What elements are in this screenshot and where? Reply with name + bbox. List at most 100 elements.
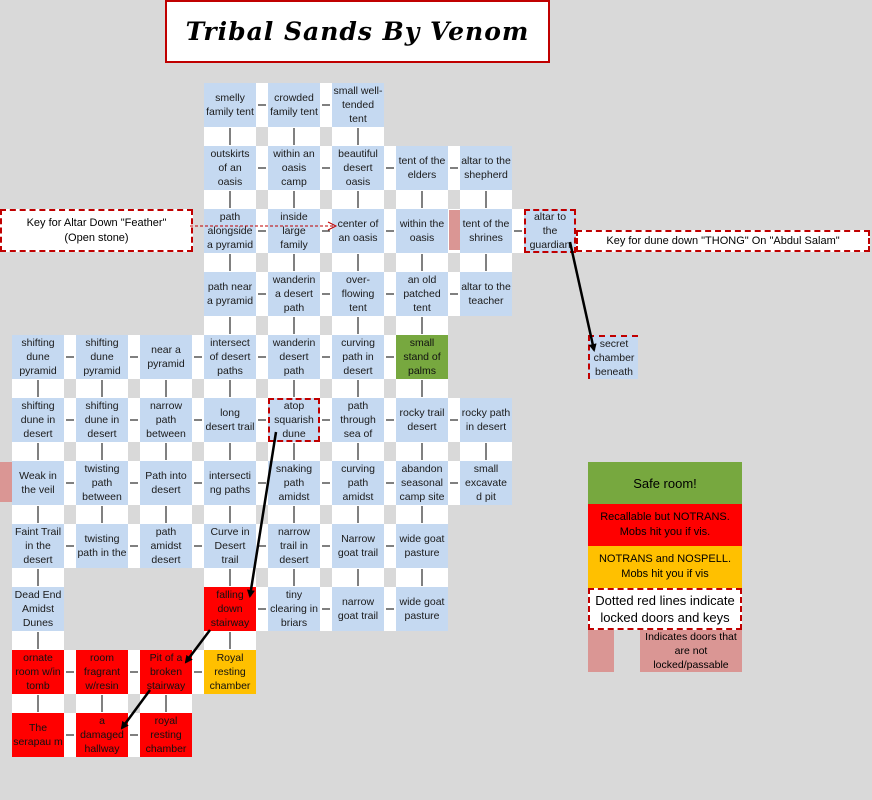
- room-label: curving path in desert: [341, 337, 375, 377]
- room-curving-path-desert[interactable]: curving path in desert: [332, 335, 384, 379]
- room-label: Weak in the veil: [19, 470, 57, 496]
- room-label: wanderin a desert path: [272, 274, 316, 314]
- room-center-of-oasis[interactable]: center of an oasis: [332, 209, 384, 253]
- room-beautiful-desert-oasis[interactable]: beautiful desert oasis: [332, 146, 384, 190]
- room-label: snaking path amidst: [275, 463, 313, 503]
- room-shifting-dune-desert-2[interactable]: shifting dune in desert: [76, 398, 128, 442]
- room-over-flowing-tent[interactable]: over-flowing tent: [332, 272, 384, 316]
- room-narrow-goat-trail-1[interactable]: Narrow goat trail: [332, 524, 384, 568]
- room-label: Curve in Desert trail: [210, 526, 250, 566]
- room-label: over-flowing tent: [341, 274, 375, 314]
- room-label: altar to the teacher: [461, 281, 511, 307]
- room-label: an old patched tent: [403, 274, 441, 314]
- room-ornate-room-tomb[interactable]: ornate room w/in tomb: [12, 650, 64, 694]
- room-label: royal resting chamber: [145, 715, 187, 755]
- room-the-serapaum[interactable]: The serapau m: [12, 713, 64, 757]
- room-path-near-pyramid[interactable]: path near a pyramid: [204, 272, 256, 316]
- room-dead-end-dunes[interactable]: Dead End Amidst Dunes: [12, 587, 64, 631]
- room-label: shifting dune in desert: [84, 400, 120, 440]
- key-note-thong: Key for dune down "THONG" On "Abdul Sala…: [576, 230, 870, 252]
- room-damaged-hallway[interactable]: a damaged hallway: [76, 713, 128, 757]
- room-wanderin-desert-path-2[interactable]: wanderin desert path: [268, 335, 320, 379]
- room-label: tiny clearing in briars: [270, 589, 318, 629]
- room-snaking-path-amidst[interactable]: snaking path amidst: [268, 461, 320, 505]
- room-intersect-desert-paths[interactable]: intersect of desert paths: [204, 335, 256, 379]
- room-old-patched-tent[interactable]: an old patched tent: [396, 272, 448, 316]
- room-narrow-goat-trail-2[interactable]: narrow goat trail: [332, 587, 384, 631]
- room-rocky-trail-desert[interactable]: rocky trail desert: [396, 398, 448, 442]
- room-label: center of an oasis: [337, 218, 379, 244]
- room-label: path through sea of: [340, 400, 376, 440]
- room-within-the-oasis[interactable]: within the oasis: [396, 209, 448, 253]
- room-crowded-family-tent[interactable]: crowded family tent: [268, 83, 320, 127]
- room-label: Narrow goat trail: [337, 533, 379, 559]
- room-narrow-path-between[interactable]: narrow path between: [140, 398, 192, 442]
- room-abandon-seasonal-camp[interactable]: abandon seasonal camp site: [396, 461, 448, 505]
- room-label: ornate room w/in tomb: [15, 652, 61, 692]
- room-shifting-dune-pyramid-2[interactable]: shifting dune pyramid: [76, 335, 128, 379]
- room-shifting-dune-pyramid-1[interactable]: shifting dune pyramid: [12, 335, 64, 379]
- map-title: Tribal Sands By Venom: [165, 0, 550, 63]
- room-room-fragrant-resin[interactable]: room fragrant w/resin: [76, 650, 128, 694]
- room-tent-of-shrines[interactable]: tent of the shrines: [460, 209, 512, 253]
- room-label: within an oasis camp: [273, 148, 315, 188]
- room-label: outskirts of an oasis: [210, 148, 250, 188]
- room-smelly-family-tent[interactable]: smelly family tent: [204, 83, 256, 127]
- room-shifting-dune-desert-1[interactable]: shifting dune in desert: [12, 398, 64, 442]
- room-long-desert-trail[interactable]: long desert trail: [204, 398, 256, 442]
- room-curving-path-amidst[interactable]: curving path amidst: [332, 461, 384, 505]
- room-curve-desert-trail[interactable]: Curve in Desert trail: [204, 524, 256, 568]
- room-altar-teacher[interactable]: altar to the teacher: [460, 272, 512, 316]
- room-label: Faint Trail in the desert: [14, 526, 62, 566]
- room-narrow-trail-desert[interactable]: narrow trail in desert: [268, 524, 320, 568]
- room-near-a-pyramid[interactable]: near a pyramid: [140, 335, 192, 379]
- room-label: shifting dune pyramid: [19, 337, 57, 377]
- room-label: path amidst desert: [150, 526, 182, 566]
- room-path-through-sea[interactable]: path through sea of: [332, 398, 384, 442]
- room-label: Pit of a broken stairway: [146, 652, 186, 692]
- room-tiny-clearing-briars[interactable]: tiny clearing in briars: [268, 587, 320, 631]
- room-label: altar to the shepherd: [461, 155, 511, 181]
- room-royal-resting-chamber-2[interactable]: royal resting chamber: [140, 713, 192, 757]
- room-intersecting-paths[interactable]: intersecti ng paths: [204, 461, 256, 505]
- room-outskirts-oasis[interactable]: outskirts of an oasis: [204, 146, 256, 190]
- room-label: rocky trail desert: [399, 407, 445, 433]
- room-label: atop squarish dune: [274, 400, 314, 440]
- room-label: narrow path between: [146, 400, 186, 440]
- room-pit-broken-stairway[interactable]: Pit of a broken stairway: [140, 650, 192, 694]
- legend-passable: Indicates doors that are not locked/pass…: [640, 630, 742, 672]
- room-small-stand-palms[interactable]: small stand of palms: [396, 335, 448, 379]
- room-label: inside large family: [280, 211, 308, 251]
- room-path-amidst-desert[interactable]: path amidst desert: [140, 524, 192, 568]
- room-path-into-desert[interactable]: Path into desert: [140, 461, 192, 505]
- room-wide-goat-pasture-2[interactable]: wide goat pasture: [396, 587, 448, 631]
- legend-locked: Dotted red lines indicate locked doors a…: [588, 588, 742, 630]
- room-royal-resting-chamber-1[interactable]: Royal resting chamber: [204, 650, 256, 694]
- room-label: near a pyramid: [147, 344, 185, 370]
- room-label: Path into desert: [145, 470, 187, 496]
- room-small-excavated-pit[interactable]: small excavate d pit: [460, 461, 512, 505]
- room-label: abandon seasonal camp site: [399, 463, 445, 503]
- room-altar-guardian[interactable]: altar to the guardian: [524, 209, 576, 253]
- room-rocky-path-desert[interactable]: rocky path in desert: [460, 398, 512, 442]
- room-falling-down-stairway[interactable]: falling down stairway: [204, 587, 256, 631]
- room-atop-squarish-dune[interactable]: atop squarish dune: [268, 398, 320, 442]
- room-path-alongside-pyramid[interactable]: path alongside a pyramid: [204, 209, 256, 253]
- room-wide-goat-pasture-1[interactable]: wide goat pasture: [396, 524, 448, 568]
- room-weak-in-veil[interactable]: Weak in the veil: [12, 461, 64, 505]
- room-altar-shepherd[interactable]: altar to the shepherd: [460, 146, 512, 190]
- room-faint-trail-desert[interactable]: Faint Trail in the desert: [12, 524, 64, 568]
- room-inside-large-family[interactable]: inside large family: [268, 209, 320, 253]
- room-twisting-path-between[interactable]: twisting path between: [76, 461, 128, 505]
- room-secret-chamber[interactable]: secret chamber beneath: [588, 335, 638, 379]
- room-small-well-tended-tent[interactable]: small well-tended tent: [332, 83, 384, 127]
- room-wanderin-desert-path-1[interactable]: wanderin a desert path: [268, 272, 320, 316]
- room-twisting-path-in-the[interactable]: twisting path in the: [76, 524, 128, 568]
- room-label: within the oasis: [399, 218, 445, 244]
- room-label: wanderin desert path: [272, 337, 316, 377]
- room-tent-of-elders[interactable]: tent of the elders: [396, 146, 448, 190]
- room-within-oasis-camp[interactable]: within an oasis camp: [268, 146, 320, 190]
- room-label: Royal resting chamber: [209, 652, 251, 692]
